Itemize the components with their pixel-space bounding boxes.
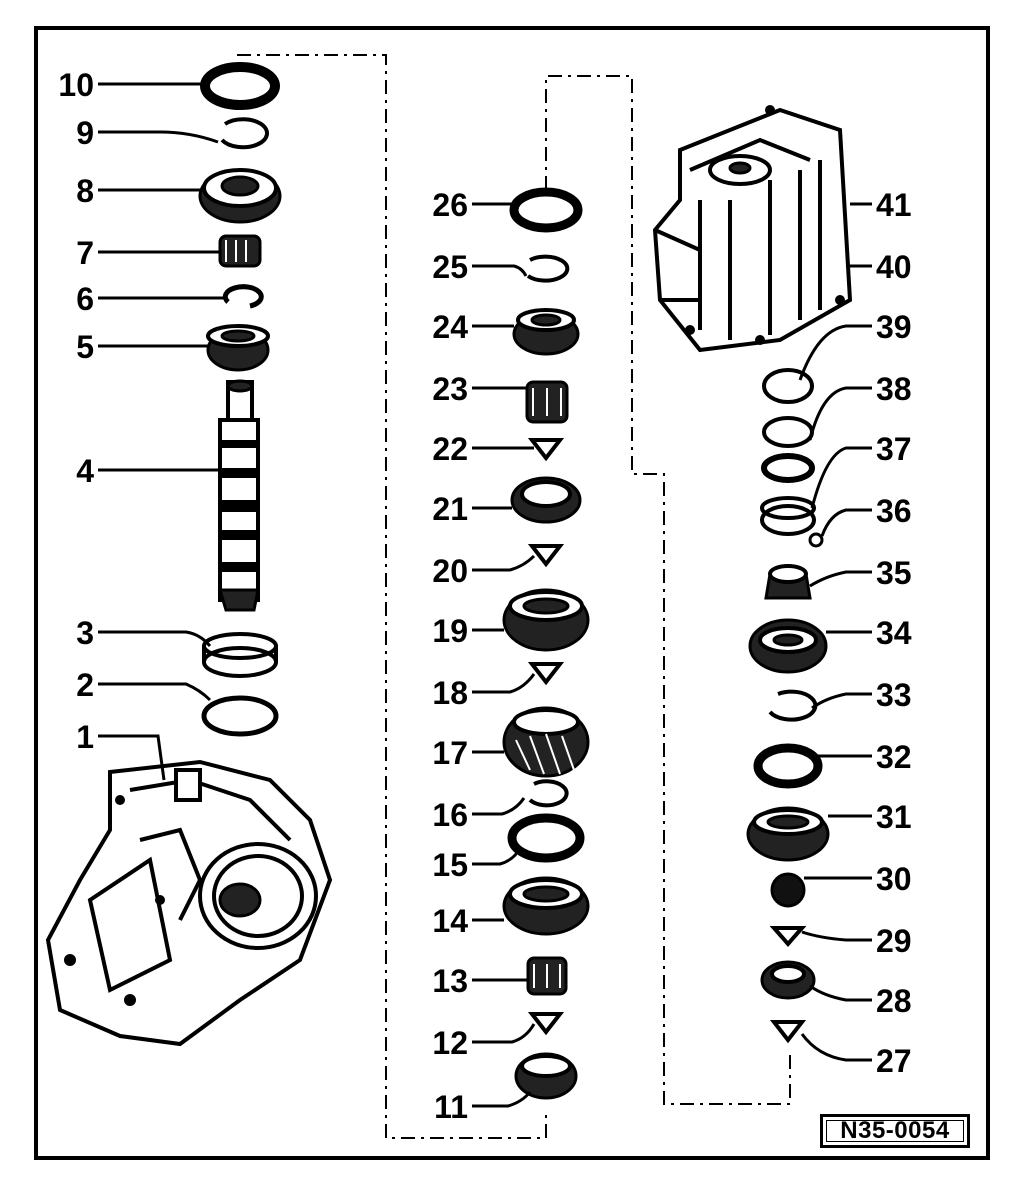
- label-part-24: 24: [432, 309, 468, 345]
- label-part-21: 21: [432, 491, 468, 527]
- part-32: [753, 743, 823, 789]
- part-2: [201, 695, 279, 737]
- label-part-40: 40: [876, 249, 912, 285]
- part-37: [760, 496, 816, 536]
- part-labels: 10 9 8 7 6 5 4 3 2 1 26 25 24 23 22 21 2…: [58, 67, 911, 1125]
- label-part-20: 20: [432, 553, 468, 589]
- part-30: [770, 872, 806, 908]
- part-38: [761, 416, 815, 483]
- label-part-13: 13: [432, 963, 468, 999]
- label-part-22: 22: [432, 431, 468, 467]
- part-24: [512, 308, 580, 356]
- label-part-4: 4: [76, 453, 94, 489]
- part-27: [769, 1020, 807, 1044]
- label-part-2: 2: [76, 667, 94, 703]
- label-part-33: 33: [876, 677, 912, 713]
- part-12: [527, 1012, 565, 1036]
- part-16: [528, 779, 569, 808]
- part-25: [526, 254, 570, 283]
- part-19: [502, 588, 590, 652]
- part-20: [527, 544, 565, 568]
- label-part-1: 1: [76, 719, 94, 755]
- part-21: [510, 476, 582, 524]
- part-26: [509, 187, 583, 233]
- part-18: [527, 662, 565, 686]
- label-part-19: 19: [432, 613, 468, 649]
- label-part-16: 16: [432, 797, 468, 833]
- label-part-28: 28: [876, 983, 912, 1019]
- label-part-37: 37: [876, 431, 912, 467]
- label-part-9: 9: [76, 115, 94, 151]
- diagram-frame: [34, 26, 990, 1160]
- label-part-34: 34: [876, 615, 912, 651]
- label-part-39: 39: [876, 309, 912, 345]
- label-part-30: 30: [876, 861, 912, 897]
- part-29: [769, 926, 807, 948]
- label-part-17: 17: [432, 735, 468, 771]
- label-part-3: 3: [76, 615, 94, 651]
- part-31: [746, 806, 830, 862]
- part-39: [762, 368, 814, 404]
- label-part-29: 29: [876, 923, 912, 959]
- part-10: [200, 62, 280, 110]
- leader-lines: [98, 82, 872, 1108]
- reference-code-inner-border: [826, 1120, 964, 1142]
- part-5: [206, 324, 270, 372]
- part-15: [507, 813, 585, 863]
- part-1: [45, 759, 333, 1047]
- part-17: [502, 706, 590, 778]
- label-part-25: 25: [432, 249, 468, 285]
- label-part-8: 8: [76, 173, 94, 209]
- part-7: [218, 234, 262, 268]
- label-part-38: 38: [876, 371, 912, 407]
- label-part-23: 23: [432, 371, 468, 407]
- label-part-36: 36: [876, 493, 912, 529]
- part-3: [202, 632, 278, 678]
- label-part-35: 35: [876, 555, 912, 591]
- part-4: [217, 379, 260, 612]
- part-22: [527, 438, 565, 462]
- part-33: [768, 689, 818, 722]
- part-34: [748, 618, 828, 674]
- part-36: [808, 532, 824, 548]
- label-part-32: 32: [876, 739, 912, 775]
- assembly-lines: [237, 54, 791, 1139]
- part-6: [222, 284, 264, 309]
- label-part-6: 6: [76, 281, 94, 317]
- label-part-12: 12: [432, 1025, 468, 1061]
- part-9: [220, 117, 269, 150]
- part-11: [514, 1052, 578, 1100]
- part-13: [526, 956, 568, 996]
- label-part-31: 31: [876, 799, 912, 835]
- part-40-41: [652, 105, 853, 353]
- label-part-27: 27: [876, 1043, 912, 1079]
- label-part-15: 15: [432, 847, 468, 883]
- label-part-7: 7: [76, 235, 94, 271]
- label-part-18: 18: [432, 675, 468, 711]
- part-35: [764, 564, 812, 600]
- label-part-5: 5: [76, 329, 94, 365]
- part-8: [198, 168, 282, 224]
- label-part-11: 11: [434, 1089, 468, 1125]
- reference-code-box: N35-0054: [820, 1114, 970, 1148]
- label-part-14: 14: [432, 903, 468, 939]
- label-part-26: 26: [432, 187, 468, 223]
- label-part-41: 41: [876, 187, 912, 223]
- label-part-10: 10: [58, 67, 94, 103]
- part-23: [525, 380, 569, 424]
- part-14: [502, 876, 590, 936]
- reference-code: N35-0054: [840, 1117, 950, 1144]
- part-28: [760, 960, 816, 1000]
